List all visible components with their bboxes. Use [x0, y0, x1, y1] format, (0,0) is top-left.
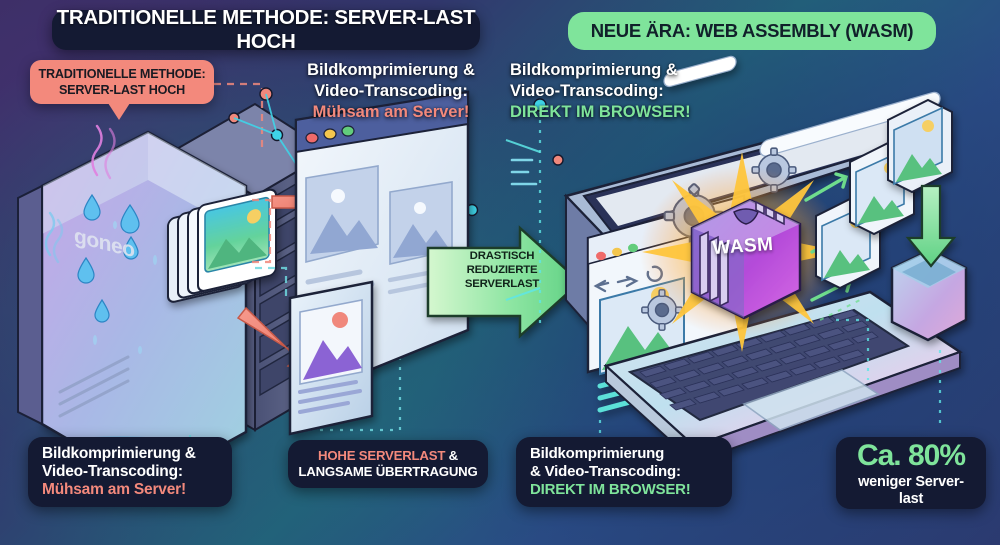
arrow-label-line-2: REDUZIERTE: [466, 263, 538, 276]
right-top-accent: DIREKT IM BROWSER!: [510, 102, 691, 121]
status-accent: HOHE SERVERLAST: [318, 448, 446, 464]
left-top-accent: Mühsam am Server!: [312, 102, 470, 121]
right-bottom-accent: DIREKT IM BROWSER!: [530, 480, 691, 498]
right-top-line-1: Bildkomprimierung &: [510, 61, 678, 79]
right-bottom-line-2: & Video-Transcoding:: [530, 463, 681, 481]
right-bottom-caption: Bildkomprimierung & Video-Transcoding: D…: [516, 437, 732, 507]
status-line-1: HOHE SERVERLAST &: [318, 448, 458, 464]
reduced-serverload-label: DRASTISCH REDUZIERTE SERVERLAST: [452, 250, 552, 292]
image-placeholder-icon: [815, 98, 953, 290]
left-top-line-1: Bildkomprimierung &: [307, 61, 475, 79]
upload-arrow-icon: [890, 184, 968, 342]
heat-wave-icon: [44, 124, 116, 264]
left-bottom-accent: Mühsam am Server!: [42, 481, 186, 499]
stat-line-3: last: [898, 490, 924, 507]
arrow-label-line-1: DRASTISCH: [469, 250, 535, 262]
left-bottom-line-1: Bildkomprimierung &: [42, 444, 196, 462]
image-placeholder-icon: [167, 188, 277, 303]
wasm-chip-icon: [690, 198, 802, 320]
right-bottom-line-1: Bildkomprimierung: [530, 445, 665, 463]
left-bottom-caption: Bildkomprimierung & Video-Transcoding: M…: [28, 437, 232, 507]
left-bottom-line-2: Video-Transcoding:: [42, 462, 183, 480]
status-line-2: LANGSAME ÜBERTRAGUNG: [298, 464, 478, 479]
stat-line-2: weniger Server-: [858, 473, 964, 490]
sweat-drop-icon: [77, 193, 140, 323]
left-top-line-2: Video-Transcoding:: [314, 81, 468, 100]
goneo-logo-text: goneo: [74, 224, 135, 263]
left-panel-header: TRADITIONELLE METHODE: SERVER-LAST HOCH: [52, 6, 480, 53]
menu-lines-icon: [510, 158, 538, 186]
server-load-status-chip: HOHE SERVERLAST & LANGSAME ÜBERTRAGUNG: [288, 440, 488, 488]
traditional-method-callout: TRADITIONELLE METHODE: SERVER-LAST HOCH: [30, 60, 214, 120]
green-right-arrow-icon: [426, 225, 582, 339]
callout-line-1: TRADITIONELLE METHODE:: [38, 66, 206, 81]
stat-value: Ca. 80%: [856, 439, 966, 473]
right-header-text: NEUE ÄRA: WEB ASSEMBLY (WASM): [590, 20, 914, 42]
right-panel-header: NEUE ÄRA: WEB ASSEMBLY (WASM): [568, 12, 936, 50]
status-tail: &: [445, 448, 459, 464]
left-header-text: TRADITIONELLE METHODE: SERVER-LAST HOCH: [56, 5, 476, 53]
wasm-chip-label: WASM: [699, 233, 786, 261]
wasm-chip-text: WASM: [711, 233, 775, 260]
goneo-logo: goneo: [74, 224, 184, 275]
arrow-label-line-3: SERVERLAST: [464, 277, 540, 290]
right-top-line-2: Video-Transcoding:: [510, 81, 664, 100]
left-top-caption: Bildkomprimierung & Video-Transcoding: M…: [296, 60, 486, 122]
serverload-savings-stat: Ca. 80% weniger Server- last: [836, 437, 986, 509]
right-top-caption: Bildkomprimierung & Video-Transcoding: D…: [510, 60, 730, 122]
callout-line-2: SERVER-LAST HOCH: [58, 83, 185, 97]
document-card: [288, 280, 374, 436]
